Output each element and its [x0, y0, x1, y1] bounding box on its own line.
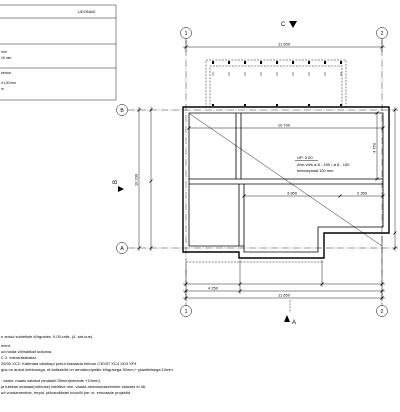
dim-right-inner-ticks [375, 111, 379, 181]
dim-bottom-row-3-ticks [184, 296, 384, 300]
grid-label-2-top: 2 [381, 31, 384, 37]
grid-bubble-2-bottom [376, 305, 388, 317]
section-mark-left-label: B [113, 180, 119, 184]
slab-level-label: ÜP: 0.00 [297, 155, 313, 160]
section-mark-top-arrow-icon [289, 21, 297, 28]
title-block-line: betoon [1, 71, 11, 75]
terrace-inner-dashed [209, 65, 343, 108]
section-mark-top-label: C [281, 22, 286, 28]
slab-note: ÜP: 0.00 Arm.võrk ø 8 - 150 / ø 8 - 150 … [295, 155, 350, 173]
grid-bubble-1-bottom [180, 305, 192, 317]
terrace-outline [205, 59, 347, 108]
dim-bottom-row-1-ticks [184, 282, 384, 286]
dimensions: 11 650 10 700 3 850 2 350 4 750 10 200 4… [134, 40, 397, 301]
strip-foundation-upper-left [235, 113, 242, 179]
slab-outer-outline [182, 106, 390, 259]
grid-label-a: A [120, 246, 124, 252]
strip-foundation-lower [238, 184, 245, 246]
dim-left-secondary-ticks [149, 108, 153, 250]
grid-label-1-top: 1 [185, 31, 188, 37]
dim-middle-2: 2 350 [357, 191, 368, 196]
note-line: C 2. tolerantsiklassi. [1, 355, 37, 360]
note-line: ud vundamentide, trepid, piltvandikstel … [1, 390, 131, 395]
grid-label-b: B [120, 108, 124, 114]
dim-left-overall: 10 200 [134, 173, 139, 186]
foundation-slab [182, 106, 390, 263]
grid-label-2-bottom: 2 [381, 309, 384, 315]
dim-right-upper: 4 750 [372, 142, 377, 153]
strip-foundation-horizontal [189, 178, 383, 185]
slab-edge-markers [212, 104, 342, 106]
note-line: ud hoida võimalikult kuivana. [1, 349, 52, 354]
slab-thickness-label: betoonplaat 100 mm [297, 168, 334, 173]
section-mark-left-arrow-icon [118, 186, 124, 192]
slab-span-diagonal [189, 113, 383, 247]
title-block-line: 16 mm [1, 56, 12, 60]
dim-middle-ticks [242, 194, 385, 198]
general-notes: n antud suhteliste kõrgustes. 0.00-ralis… [0, 334, 174, 395]
terrace-posts [212, 61, 342, 64]
grid-bubble-b [116, 104, 128, 116]
dim-top-extension [185, 40, 383, 52]
note-line: ment. [1, 343, 11, 348]
grid-bubble-1-top [180, 27, 192, 39]
dim-bottom-overall: 11 650 [278, 293, 291, 298]
terrace-outer-dashed [205, 59, 347, 108]
title-block-line: d 100 mm [1, 81, 16, 85]
dim-bottom-row-2-ticks [184, 289, 384, 293]
grid-bubble-2-top [376, 27, 388, 39]
dim-inner-top-ticks [187, 126, 385, 130]
title-block: UDONAD mm 16 mm betoon d 100 mm m [0, 4, 117, 101]
note-line: n antud suhteliste kõrgustes. 0.00-ralis… [1, 334, 93, 339]
slab-reinforcement-label: Arm.võrk ø 8 - 150 / ø 8 - 150 [297, 162, 350, 167]
title-block-line: m [1, 87, 4, 91]
note-line: 25/30 XC2. Kattmata vätatrapi puhul kasu… [1, 361, 137, 366]
title-block-frame [0, 4, 117, 101]
dim-middle-1: 3 850 [287, 191, 298, 196]
section-marks: C A B [113, 21, 297, 326]
slab-inner-outline [188, 112, 384, 253]
dim-inner-top: 10 700 [278, 123, 291, 128]
dim-top-ticks [184, 45, 384, 49]
note-line: . vaatu: maasi vatatud pindadel 50mm(tol… [1, 378, 101, 383]
note-line: gus on antud keldrusega, et kaitsekiht o… [1, 367, 174, 372]
grid-bubble-a [116, 242, 128, 254]
title-block-heading: UDONAD [78, 9, 95, 14]
grid-axes: 1 2 1 2 B A [116, 27, 398, 317]
section-mark-bottom-arrow-icon [284, 315, 290, 322]
title-block-line: mm [1, 50, 7, 54]
section-mark-bottom-label: A [292, 320, 296, 326]
dim-right-ticks [393, 108, 397, 250]
terrace-post-ticks [212, 72, 342, 76]
dim-bottom-left: 4 250 [208, 286, 219, 291]
grid-label-1-bottom: 1 [185, 309, 188, 315]
dim-bottom-extension [185, 236, 383, 301]
note-line: ja tulekas nealaan(mõnuse) talditiive ni… [0, 384, 146, 389]
dim-top-overall: 11 650 [278, 42, 291, 47]
dim-left-ticks [137, 108, 141, 250]
